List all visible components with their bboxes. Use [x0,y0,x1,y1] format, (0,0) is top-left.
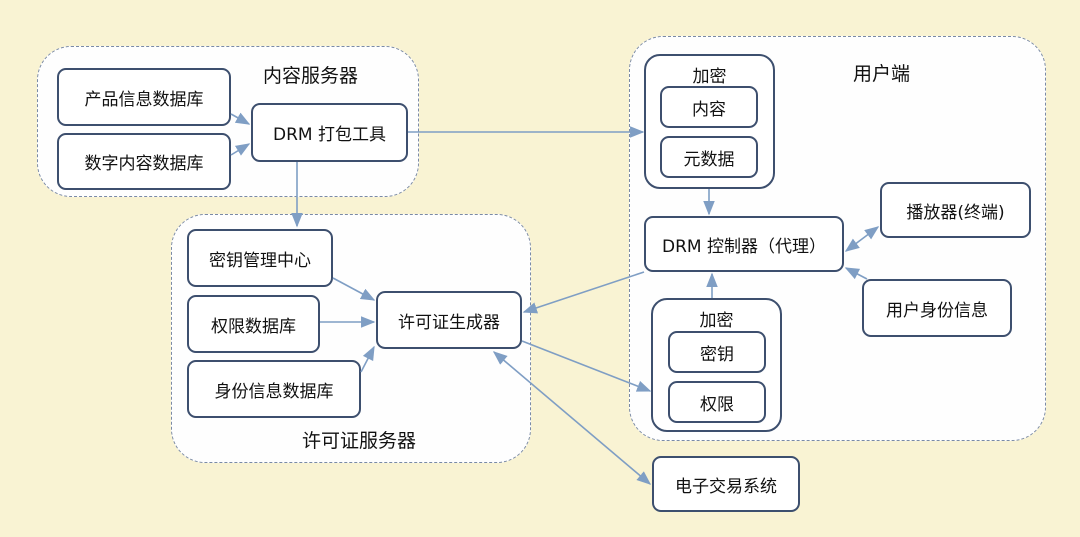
client-label: 用户端 [853,63,911,85]
product-info-db: 产品信息数据库 [57,68,231,126]
content-server-label: 内容服务器 [263,65,359,87]
drm-controller: DRM 控制器（代理） [644,216,844,272]
arrow-controller-to-generator [522,271,645,314]
drm-packager: DRM 打包工具 [251,103,408,162]
license-generator: 许可证生成器 [376,291,522,349]
ecommerce-system: 电子交易系统 [652,456,800,512]
arrow-generator-to-encrypted-key [521,340,652,392]
digital-content-db: 数字内容数据库 [57,133,231,190]
rights-db: 权限数据库 [187,295,320,353]
arrow-content-db-to-packager [230,143,251,156]
key-box: 密钥 [668,331,766,373]
arrow-product-db-to-packager [230,112,251,125]
encrypted-key-title: 加密 [699,311,734,331]
license-server-label: 许可证服务器 [302,430,417,452]
user-identity-info: 用户身份信息 [862,279,1012,337]
arrow-generator-ecommerce [492,351,652,485]
content-box: 内容 [660,86,758,128]
identity-info-db: 身份信息数据库 [187,360,361,418]
key-management-center: 密钥管理中心 [187,229,333,287]
arrow-identity-db-to-generator [360,345,375,373]
arrow-controller-player [844,226,880,252]
player-terminal: 播放器(终端) [880,182,1031,238]
metadata-box: 元数据 [660,136,758,178]
rights-box: 权限 [668,381,766,423]
arrow-user-identity-to-controller [844,267,868,280]
encrypted-content-title: 加密 [692,67,727,87]
arrow-key-center-to-generator [332,277,376,301]
